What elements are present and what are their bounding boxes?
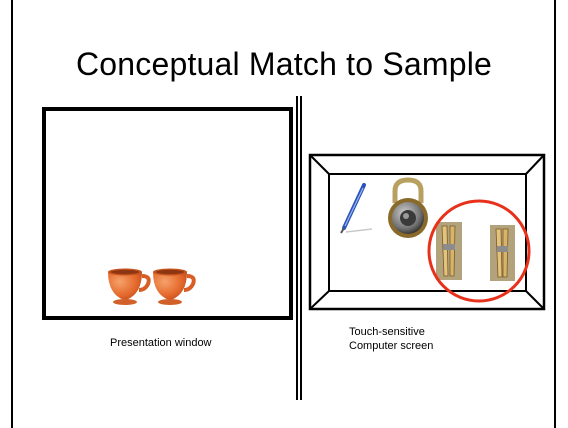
touch-screen-caption: Touch-sensitive Computer screen <box>349 325 433 353</box>
touch-screen-caption-line2: Computer screen <box>349 340 434 352</box>
selection-highlight-circle <box>427 199 531 303</box>
cup-icon <box>108 268 151 305</box>
presentation-window-caption: Presentation window <box>110 337 212 349</box>
slide-title: Conceptual Match to Sample <box>75 46 493 82</box>
combination-lock-icon <box>388 177 428 238</box>
sample-cups <box>108 268 196 305</box>
cup-icon <box>153 268 196 305</box>
touch-screen-caption-line1: Touch-sensitive <box>349 326 425 338</box>
clothespin-icon <box>436 222 462 280</box>
pen-icon <box>340 183 373 234</box>
panel-divider <box>296 96 302 400</box>
clothespin-icon <box>490 225 515 281</box>
